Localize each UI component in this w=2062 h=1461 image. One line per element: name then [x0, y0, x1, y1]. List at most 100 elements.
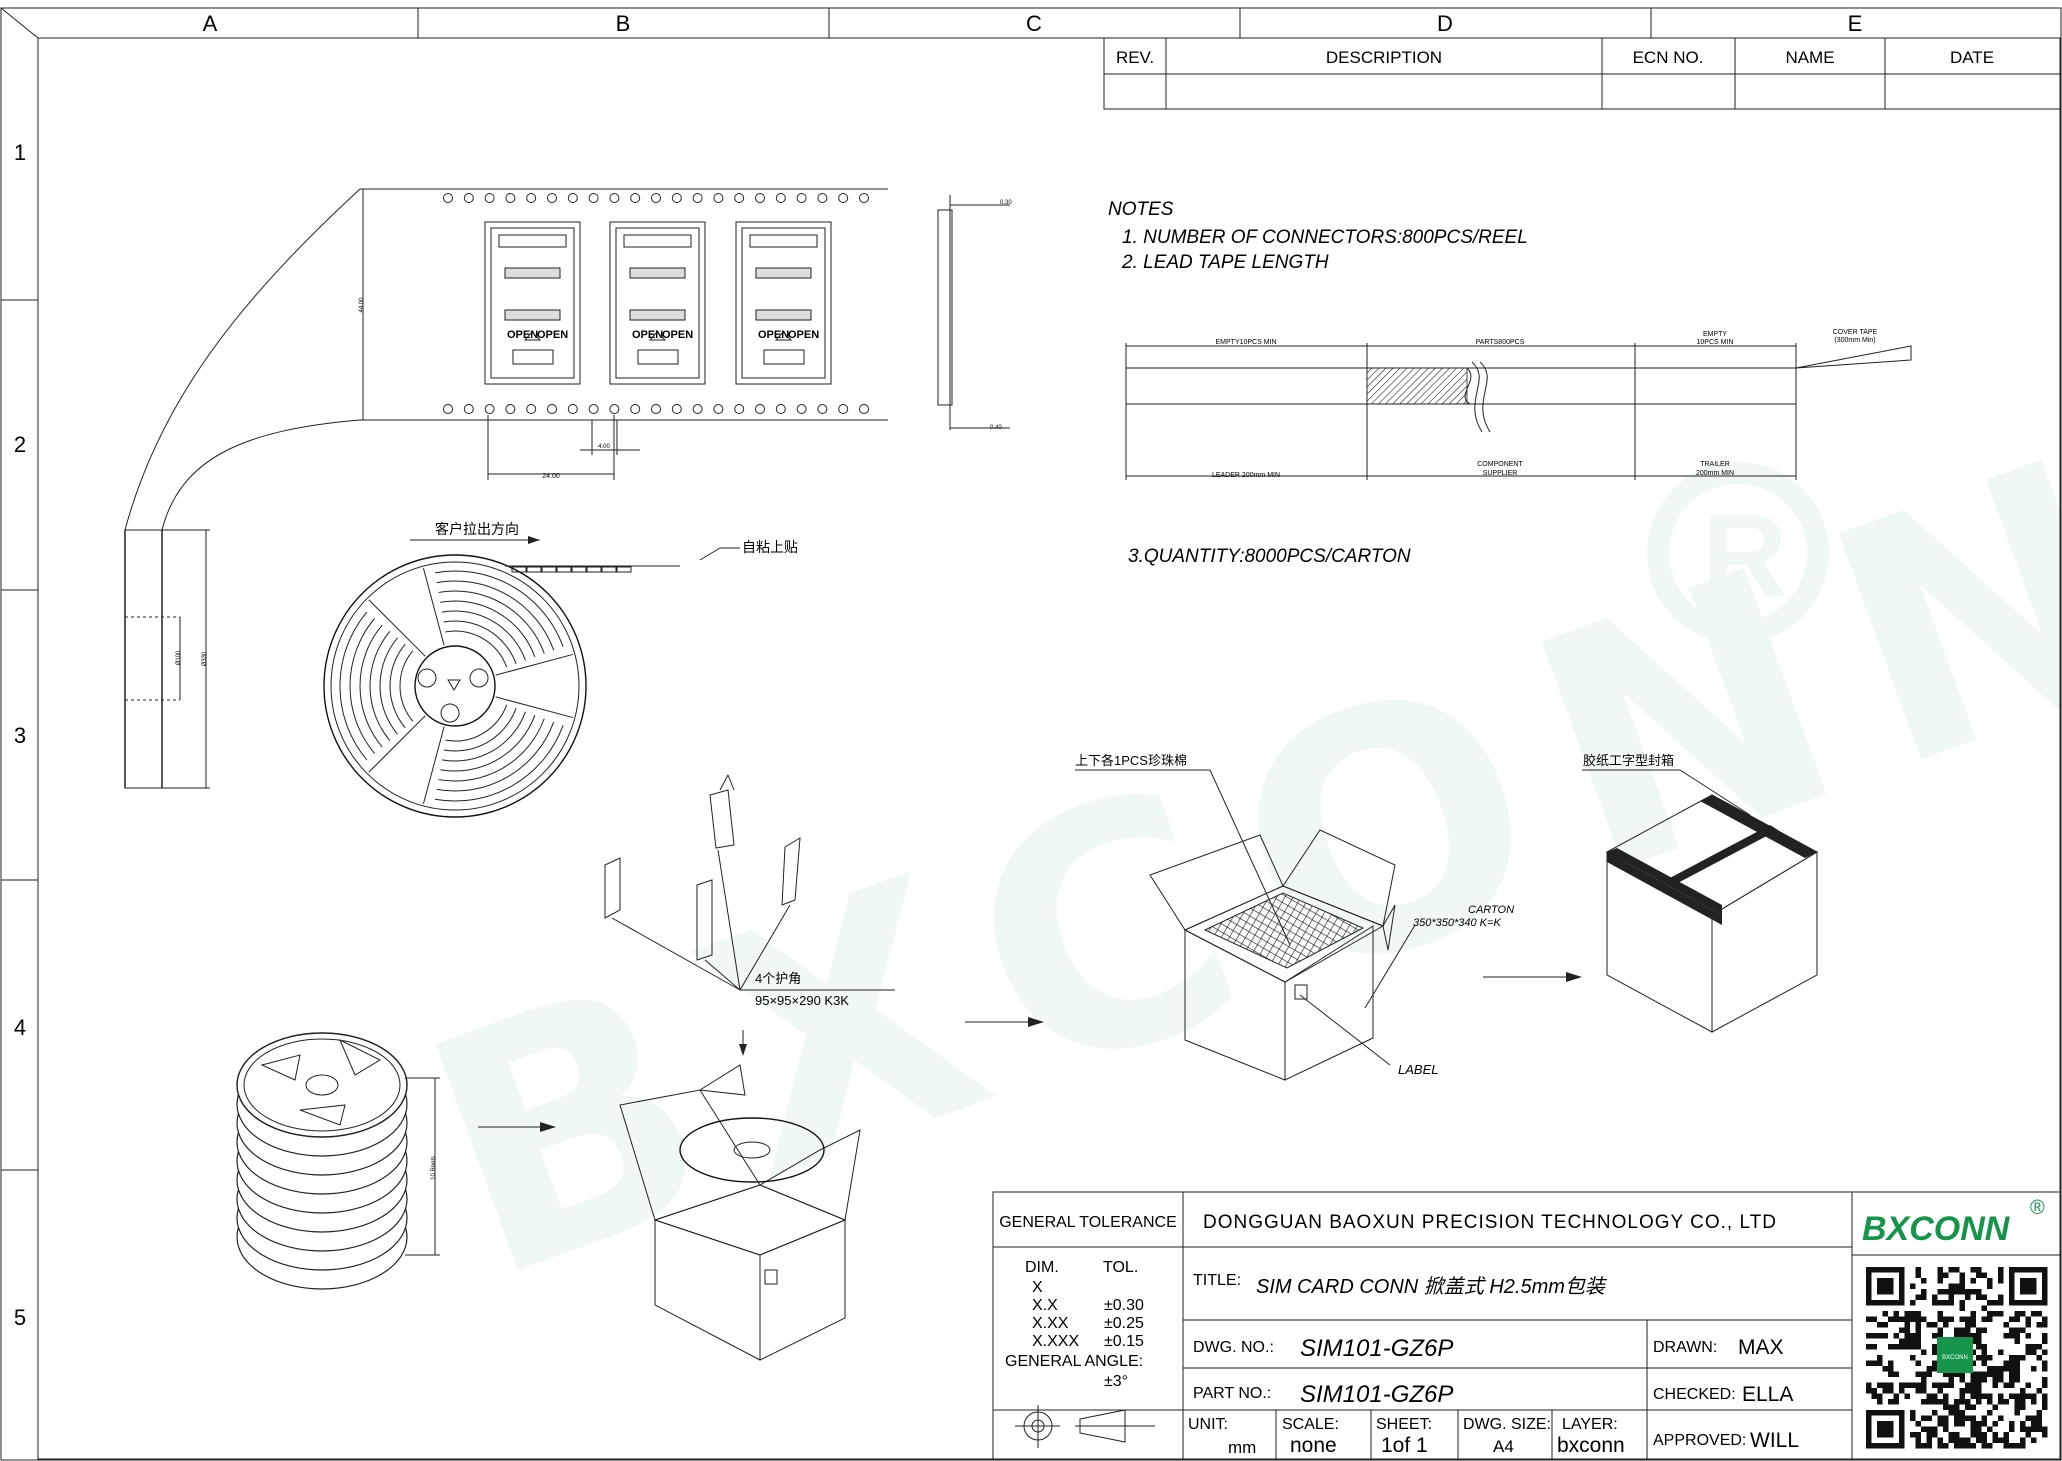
- unit-value: mm: [1228, 1438, 1256, 1457]
- cover-tape-label-1: COVER TAPE: [1833, 329, 1878, 336]
- tol-dim-3: X.XXX: [1032, 1333, 1079, 1350]
- title-label: TITLE:: [1193, 1272, 1241, 1289]
- unit-label: UNIT:: [1188, 1416, 1228, 1433]
- hole-pitch-dim: 4.00: [598, 444, 610, 450]
- notes-line-3: 3.QUANTITY:8000PCS/CARTON: [1128, 546, 1411, 567]
- carton-label-1: CARTON: [1468, 904, 1514, 916]
- sealed-carton: 胶纸工字型封箱: [1582, 753, 1819, 1033]
- zone-col-e: E: [1848, 11, 1863, 36]
- description-header: DESCRIPTION: [1326, 48, 1442, 67]
- scale-label: SCALE:: [1282, 1416, 1339, 1433]
- brand-registered: ®: [2030, 1197, 2045, 1219]
- size-value: A4: [1493, 1437, 1514, 1456]
- tol-val-1: ±0.30: [1104, 1297, 1144, 1314]
- lead-tape-diagram: EMPTY10PCS MIN PARTS800PCS EMPTY 10PCS M…: [1125, 329, 1912, 480]
- sheet-value: 1of 1: [1381, 1434, 1428, 1457]
- open-label-right: OPEN: [788, 329, 819, 341]
- zone-col-d: D: [1437, 11, 1453, 36]
- thickness-bottom-dim: 0.40: [990, 425, 1002, 431]
- sheet-label: SHEET:: [1376, 1416, 1432, 1433]
- sprocket-holes-top: [443, 193, 869, 203]
- corner-guard-label-1: 4个护角: [755, 971, 801, 986]
- flow-arrows: [478, 972, 1582, 1132]
- carton-with-foam: 上下各1PCS珍珠棉 LABEL CARTON 350*350*340 K=K: [1075, 753, 1514, 1081]
- empty-right-label-2: 10PCS MIN: [1697, 339, 1734, 346]
- company-name: DONGGUAN BAOXUN PRECISION TECHNOLOGY CO.…: [1203, 1212, 1777, 1233]
- tol-dim-1: X.X: [1032, 1297, 1058, 1314]
- projection-symbol-icon: [1015, 1405, 1155, 1448]
- reel-stack: 10 Reels: [236, 1032, 440, 1290]
- brand-logo: BXCONN: [1862, 1210, 2011, 1248]
- qr-code-icon: [1866, 1267, 2048, 1449]
- dim-label: DIM.: [1025, 1259, 1059, 1276]
- tol-val-2: ±0.25: [1104, 1315, 1144, 1332]
- stack-height-dim: 10 Reels: [431, 1156, 437, 1180]
- label-label: LABEL: [1398, 1062, 1438, 1077]
- scale-value: none: [1290, 1434, 1337, 1457]
- zone-col-b: B: [616, 11, 631, 36]
- component-label-2: SUPPLIER: [1483, 470, 1518, 477]
- watermark: BXCONN ® R: [385, 374, 2062, 1354]
- drawn-value: MAX: [1738, 1336, 1784, 1359]
- parts-label: PARTS800PCS: [1476, 339, 1525, 346]
- open-label-right: OPEN: [662, 329, 693, 341]
- general-angle-label: GENERAL ANGLE:: [1005, 1353, 1143, 1370]
- title-block: GENERAL TOLERANCE DONGGUAN BAOXUN PRECIS…: [992, 1191, 2061, 1460]
- notes: NOTES 1. NUMBER OF CONNECTORS:800PCS/REE…: [1108, 199, 1528, 567]
- carton-label-2: 350*350*340 K=K: [1413, 917, 1501, 929]
- layer-value: bxconn: [1557, 1434, 1625, 1457]
- empty-right-label-1: EMPTY: [1703, 331, 1727, 338]
- approved-value: WILL: [1750, 1429, 1799, 1452]
- open-label-right: OPEN: [537, 329, 568, 341]
- open-label-left: OPEN: [632, 329, 663, 341]
- foam-label: 上下各1PCS珍珠棉: [1075, 753, 1187, 768]
- notes-line-2: 2. LEAD TAPE LENGTH: [1121, 252, 1329, 273]
- ecn-header: ECN NO.: [1633, 48, 1704, 67]
- reel-side-view: Ø100 Ø330: [124, 529, 210, 789]
- sprocket-holes-bottom: [443, 404, 869, 414]
- open-label-left: OPEN: [758, 329, 789, 341]
- pitch-dim: 24.00: [542, 473, 560, 480]
- tol-dim-0: X: [1032, 1279, 1043, 1296]
- tape-seal-label: 胶纸工字型封箱: [1583, 753, 1674, 768]
- zone-row-1: 1: [14, 140, 26, 165]
- dwg-no-value: SIM101-GZ6P: [1300, 1335, 1453, 1362]
- width-dim: 44.00: [359, 297, 365, 313]
- part-no-label: PART NO.:: [1193, 1385, 1271, 1402]
- size-label: DWG. SIZE:: [1463, 1416, 1551, 1433]
- corner-guard-label-2: 95×95×290 K3K: [755, 993, 849, 1008]
- reel-front-view: 客户拉出方向 自粘上贴: [323, 521, 798, 818]
- thickness-top-dim: 0.30: [1000, 200, 1012, 206]
- corner-guards: 4个护角 95×95×290 K3K: [604, 774, 895, 1008]
- zone-col-c: C: [1026, 11, 1042, 36]
- rev-header: REV.: [1116, 48, 1154, 67]
- dwg-no-label: DWG. NO.:: [1193, 1339, 1274, 1356]
- zone-row-2: 2: [14, 432, 26, 457]
- tol-label: TOL.: [1103, 1259, 1138, 1276]
- reel-dim: Ø330: [202, 651, 208, 666]
- name-header: NAME: [1785, 48, 1834, 67]
- drawing-frame: A B C D E 1 2 3 4 5: [0, 7, 2062, 1461]
- qr-center-text: BXCONN: [1942, 1355, 1968, 1361]
- revision-table: REV. DESCRIPTION ECN NO. NAME DATE: [1103, 37, 2061, 110]
- checked-label: CHECKED:: [1653, 1386, 1736, 1403]
- checked-value: ELLA: [1742, 1383, 1793, 1406]
- trailer-label-2: 200mm MIN: [1696, 470, 1734, 477]
- cover-tape-label-2: (300mm Min): [1834, 337, 1875, 344]
- component-label-1: COMPONENT: [1477, 461, 1523, 468]
- zone-col-a: A: [203, 11, 218, 36]
- part-no-value: SIM101-GZ6P: [1300, 1381, 1453, 1408]
- tol-dim-2: X.XX: [1032, 1315, 1069, 1332]
- approved-label: APPROVED:: [1653, 1432, 1746, 1449]
- general-tolerance-label: GENERAL TOLERANCE: [999, 1214, 1177, 1231]
- leader-label: LEADER 200mm MIN: [1212, 472, 1280, 479]
- tol-val-3: ±0.15: [1104, 1333, 1144, 1350]
- open-label-left: OPEN: [507, 329, 538, 341]
- zone-row-5: 5: [14, 1305, 26, 1330]
